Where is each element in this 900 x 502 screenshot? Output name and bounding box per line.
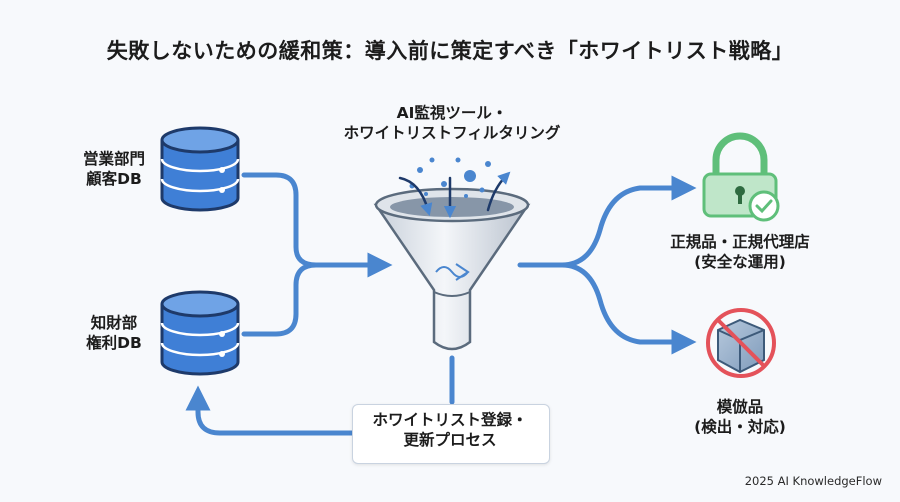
genuine-label: 正規品・正規代理店 (安全な運用) xyxy=(650,233,830,273)
funnel-icon xyxy=(373,157,531,351)
padlock-check-icon xyxy=(702,132,780,222)
connector-arrows xyxy=(185,172,697,436)
sales-db-label: 営業部門 顧客DB xyxy=(74,150,154,190)
process-label-line2: 更新プロセス xyxy=(403,430,497,449)
ip-db-label: 知財部 権利DB xyxy=(74,314,154,354)
sales-db-label-line1: 営業部門 xyxy=(82,150,145,168)
filter-label: AI監視ツール・ ホワイトリストフィルタリング xyxy=(322,104,582,144)
sales-db-label-line2: 顧客DB xyxy=(86,169,142,188)
process-label-line1: ホワイトリスト登録・ xyxy=(372,411,528,429)
database-icon xyxy=(160,290,240,376)
genuine-label-line2: (安全な運用) xyxy=(694,252,786,271)
database-icon xyxy=(160,126,240,212)
prohibited-box-icon xyxy=(706,308,776,378)
footer-credit: 2025 AI KnowledgeFlow xyxy=(744,474,882,488)
genuine-label-line1: 正規品・正規代理店 xyxy=(670,233,810,251)
counterfeit-label: 模倣品 (検出・対応) xyxy=(670,398,810,438)
arrow-process-to-ip-db xyxy=(185,385,355,436)
arrow-filter-to-genuine xyxy=(517,175,697,268)
ip-db-label-line1: 知財部 xyxy=(90,314,138,332)
page-title: 失敗しないための緩和策：導入前に策定すべき「ホワイトリスト戦略」 xyxy=(106,39,794,63)
process-label: ホワイトリスト登録・ 更新プロセス xyxy=(352,411,548,451)
counterfeit-label-line2: (検出・対応) xyxy=(694,417,786,436)
arrow-ip-to-filter xyxy=(241,262,383,337)
process-box xyxy=(352,404,550,464)
arrow-sales-to-filter xyxy=(241,172,393,278)
arrow-filter-to-counterfeit xyxy=(559,262,697,355)
filter-label-line1: AI監視ツール・ xyxy=(396,104,508,122)
counterfeit-label-line1: 模倣品 xyxy=(716,398,764,416)
filter-label-line2: ホワイトリストフィルタリング xyxy=(343,123,561,142)
ip-db-label-line2: 権利DB xyxy=(86,333,142,352)
